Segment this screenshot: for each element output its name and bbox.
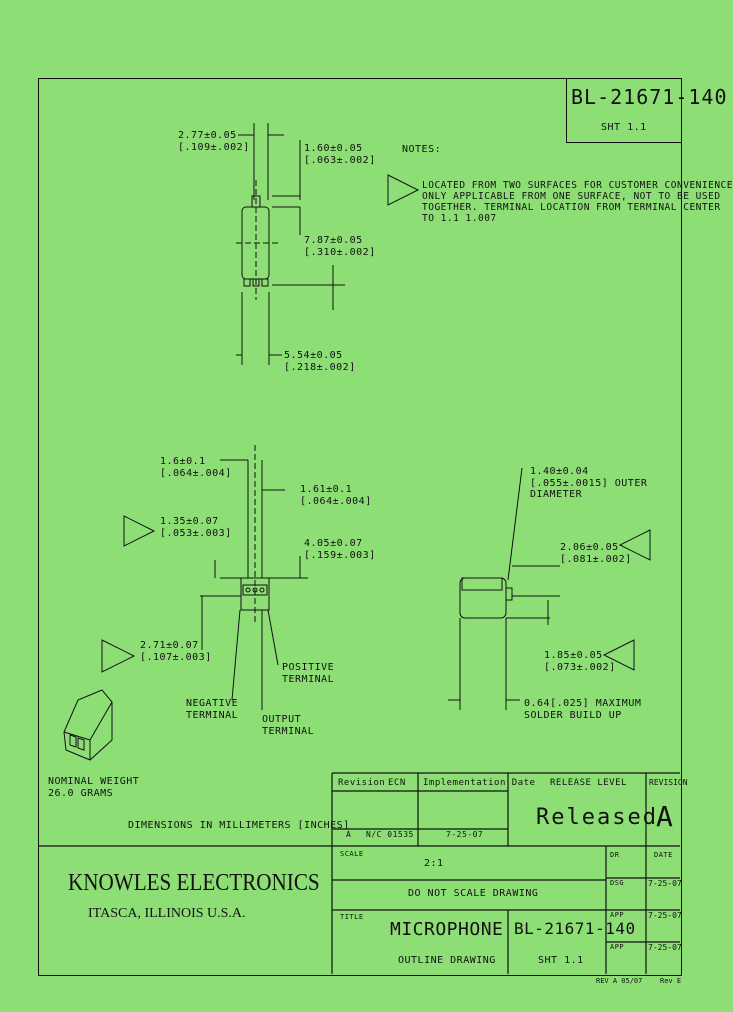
mic-body-side-view bbox=[459, 577, 507, 619]
note-triangle-1 bbox=[387, 174, 420, 206]
drawing-frame bbox=[38, 78, 682, 976]
title-label: TITLE bbox=[340, 913, 364, 921]
mic-isometric-view bbox=[63, 689, 113, 761]
dim-label: 7.87±0.05 [.310±.002] bbox=[304, 235, 376, 258]
company-location: ITASCA, ILLINOIS U.S.A. bbox=[88, 906, 246, 921]
top-number-box: BL-21671-140 SHT 1.1 bbox=[566, 78, 727, 143]
signoff-role: DSG bbox=[610, 879, 625, 887]
rev-col-date: Implementation Date bbox=[423, 778, 536, 788]
revision-label: REVISION bbox=[649, 778, 688, 787]
negative-terminal-label: NEGATIVE TERMINAL bbox=[186, 698, 239, 721]
rev-col-revision: Revision bbox=[338, 778, 386, 788]
dim-label: 1.85±0.05 [.073±.002] bbox=[544, 650, 616, 673]
notes-header: NOTES: bbox=[402, 144, 442, 155]
dim-label: 0.64[.025] MAXIMUM SOLDER BUILD UP bbox=[524, 698, 642, 721]
signoff-role: APP bbox=[610, 943, 625, 951]
scale-label: SCALE bbox=[340, 850, 364, 858]
output-terminal-label: OUTPUT TERMINAL bbox=[262, 714, 315, 737]
note-1-text: LOCATED FROM TWO SURFACES FOR CUSTOMER C… bbox=[422, 180, 733, 224]
positive-terminal-label: POSITIVE TERMINAL bbox=[282, 662, 335, 685]
subtitle-value: OUTLINE DRAWING bbox=[398, 955, 496, 966]
dim-label: 2.06±0.05 [.081±.002] bbox=[560, 542, 632, 565]
signoff-role: DR bbox=[610, 851, 620, 859]
drawing-number: BL-21671-140 bbox=[571, 85, 728, 109]
dim-label: 2.77±0.05 [.109±.002] bbox=[178, 130, 250, 153]
dim-label: 5.54±0.05 [.218±.002] bbox=[284, 350, 356, 373]
note-triangle-2 bbox=[123, 515, 156, 547]
signoff-date: 7-25-07 bbox=[648, 943, 682, 952]
rev-row-date: 7-25-07 bbox=[446, 830, 484, 839]
dim-label: 1.40±0.04 [.055±.0015] OUTER DIAMETER bbox=[530, 466, 648, 500]
tb-sheet: SHT 1.1 bbox=[538, 955, 584, 966]
footer-left: REV A 05/07 bbox=[596, 977, 643, 985]
signoff-date: DATE bbox=[654, 851, 673, 859]
nominal-weight-label: NOMINAL WEIGHT 26.0 GRAMS bbox=[48, 776, 140, 799]
sheet-label: SHT 1.1 bbox=[601, 122, 647, 133]
do-not-scale: DO NOT SCALE DRAWING bbox=[408, 888, 539, 899]
company-name: KNOWLES ELECTRONICS bbox=[68, 870, 320, 896]
rev-col-ecn: ECN bbox=[388, 778, 406, 788]
units-label: DIMENSIONS IN MILLIMETERS [INCHES] bbox=[128, 820, 350, 831]
signoff-role: APP bbox=[610, 911, 625, 919]
note-triangle-4 bbox=[618, 529, 651, 561]
signoff-date: 7-25-07 bbox=[648, 879, 682, 888]
revision-value: A bbox=[656, 800, 674, 833]
note-triangle-3 bbox=[101, 639, 136, 673]
rev-row-ecn: N/C 01535 bbox=[366, 830, 414, 839]
dim-label: 2.71±0.07 [.107±.003] bbox=[140, 640, 212, 663]
release-level-value: Released bbox=[536, 805, 658, 830]
scale-value: 2:1 bbox=[424, 858, 444, 869]
dim-label: 1.60±0.05 [.063±.002] bbox=[304, 143, 376, 166]
footer-right: Rev E bbox=[660, 977, 682, 985]
dim-label: 1.6±0.1 [.064±.004] bbox=[160, 456, 232, 479]
tb-drawing-number: BL-21671-140 bbox=[514, 919, 636, 938]
dim-label: 1.35±0.07 [.053±.003] bbox=[160, 516, 232, 539]
dim-label: 1.61±0.1 [.064±.004] bbox=[300, 484, 372, 507]
release-level-label: RELEASE LEVEL bbox=[550, 778, 627, 788]
signoff-date: 7-25-07 bbox=[648, 911, 682, 920]
rev-row-rev: A bbox=[346, 830, 352, 839]
dim-label: 4.05±0.07 [.159±.003] bbox=[304, 538, 376, 561]
note-triangle-5 bbox=[602, 639, 635, 671]
title-value: MICROPHONE bbox=[390, 919, 504, 940]
